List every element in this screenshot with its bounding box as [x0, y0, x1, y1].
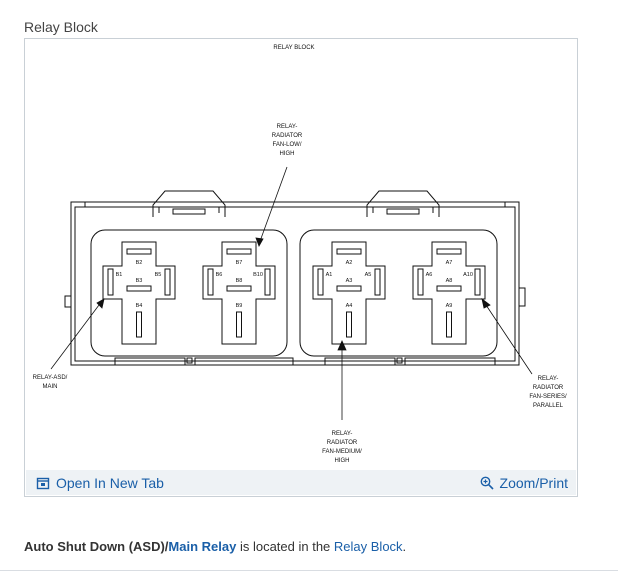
- callout-fan-medium-line4: HIGH: [335, 458, 350, 464]
- relay-pin-label: B3: [136, 278, 143, 284]
- relay-pin-label: B5: [155, 272, 162, 278]
- relay-pin-slot: [436, 285, 462, 292]
- relay-block-diagram: RELAY BLOCK: [33, 45, 567, 464]
- relay-pin-label: A1: [326, 272, 333, 278]
- callout-fan-medium-line2: RADIATOR: [327, 440, 358, 446]
- relay-pin-slot: [136, 311, 142, 338]
- callout-asd-main: RELAY-ASD/ MAIN: [33, 375, 68, 390]
- relay-pin-label: B4: [136, 303, 143, 309]
- open-in-new-tab-label: Open In New Tab: [56, 474, 164, 491]
- relay-socket-outline: [102, 241, 176, 345]
- relay-pin-slot: [417, 268, 424, 296]
- relay-pin-label: A5: [365, 272, 372, 278]
- relay-pin-slot: [207, 268, 214, 296]
- relay-pin-slot: [446, 311, 452, 338]
- relay-pin-label: B7: [236, 260, 243, 266]
- relay-pin-slot: [164, 268, 171, 296]
- relay-pin-slot: [126, 285, 152, 292]
- diagram-heading: RELAY BLOCK: [273, 45, 314, 51]
- relay-block-housing: [64, 190, 526, 366]
- relay-pin-label: B1: [116, 272, 123, 278]
- open-in-new-tab-link[interactable]: Open In New Tab: [36, 475, 164, 491]
- callout-fan-medium-high: RELAY- RADIATOR FAN-MEDIUM/ HIGH: [322, 431, 362, 464]
- relay-pin-label: A6: [426, 272, 433, 278]
- callout-fan-low-high: RELAY- RADIATOR FAN-LOW/ HIGH: [272, 124, 303, 157]
- relay-pin-slot: [346, 311, 352, 338]
- relay-pin-label: A4: [346, 303, 353, 309]
- callout-fan-series-line4: PARALLEL: [533, 403, 564, 409]
- relay-pin-label: A7: [446, 260, 453, 266]
- relay-pin-slot: [107, 268, 114, 296]
- relay-pin-label: B6: [216, 272, 223, 278]
- relay-pin-slot: [336, 248, 362, 255]
- relay-pin-slot: [336, 285, 362, 292]
- caption-asd-text: Auto Shut Down (ASD)/: [24, 539, 169, 554]
- relay-location-caption: Auto Shut Down (ASD)/Main Relay is locat…: [24, 539, 406, 554]
- relay-block-link[interactable]: Relay Block: [333, 539, 403, 554]
- open-in-new-tab-icon: [36, 477, 50, 489]
- callout-fan-low-line2: RADIATOR: [272, 133, 303, 139]
- relay-pin-label: A2: [346, 260, 353, 266]
- callout-fan-low-line4: HIGH: [280, 151, 295, 157]
- callout-fan-series-line2: RADIATOR: [533, 385, 564, 391]
- relay-pin-label: A3: [346, 278, 353, 284]
- zoom-in-icon: [480, 476, 494, 490]
- callout-fan-medium-line3: FAN-MEDIUM/: [322, 449, 362, 455]
- relay-pin-label: B2: [136, 260, 143, 266]
- zoom-print-link[interactable]: Zoom/Print: [480, 475, 568, 491]
- relay-socket-outline: [202, 241, 276, 345]
- callout-asd-line1: RELAY-ASD/: [33, 375, 68, 381]
- callout-fan-series-line1: RELAY-: [538, 376, 559, 382]
- relay-pin-slot: [317, 268, 324, 296]
- caption-end-text: .: [402, 539, 407, 554]
- zoom-print-label: Zoom/Print: [499, 474, 568, 491]
- callout-fan-series-line3: FAN-SERIES/: [529, 394, 567, 400]
- relay-pin-slot: [236, 311, 242, 338]
- callout-fan-medium-line1: RELAY-: [332, 431, 353, 437]
- relay-pin-label: A10: [463, 272, 473, 278]
- relay-socket-outline: [412, 241, 486, 345]
- relay-pin-slot: [374, 268, 381, 296]
- relay-pin-slot: [264, 268, 271, 296]
- callout-asd-line2: MAIN: [43, 384, 58, 390]
- relay-pin-slot: [474, 268, 481, 296]
- page-divider: [0, 570, 618, 571]
- relay-pin-slot: [226, 285, 252, 292]
- relay-pin-label: A9: [446, 303, 453, 309]
- relay-pin-label: B9: [236, 303, 243, 309]
- section-title: Relay Block: [24, 19, 98, 35]
- relay-pin-slot: [226, 248, 252, 255]
- relay-pin-slot: [436, 248, 462, 255]
- callout-fan-low-line3: FAN-LOW/: [272, 142, 301, 148]
- relay-pin-label: A8: [446, 278, 453, 284]
- figure-toolbar: Open In New Tab Zoom/Print: [26, 470, 576, 495]
- relay-socket-outline: [312, 241, 386, 345]
- relay-pin-label: B8: [236, 278, 243, 284]
- main-relay-link[interactable]: Main Relay: [168, 539, 237, 554]
- caption-middle-text: is located in the: [236, 539, 334, 554]
- relay-pin-label: B10: [253, 272, 263, 278]
- callout-leaders: [50, 166, 533, 420]
- callout-fan-low-line1: RELAY-: [277, 124, 298, 130]
- relay-pin-slot: [126, 248, 152, 255]
- relay-block-figure: RELAY BLOCK: [24, 38, 578, 497]
- callout-fan-series-parallel: RELAY- RADIATOR FAN-SERIES/ PARALLEL: [529, 376, 567, 409]
